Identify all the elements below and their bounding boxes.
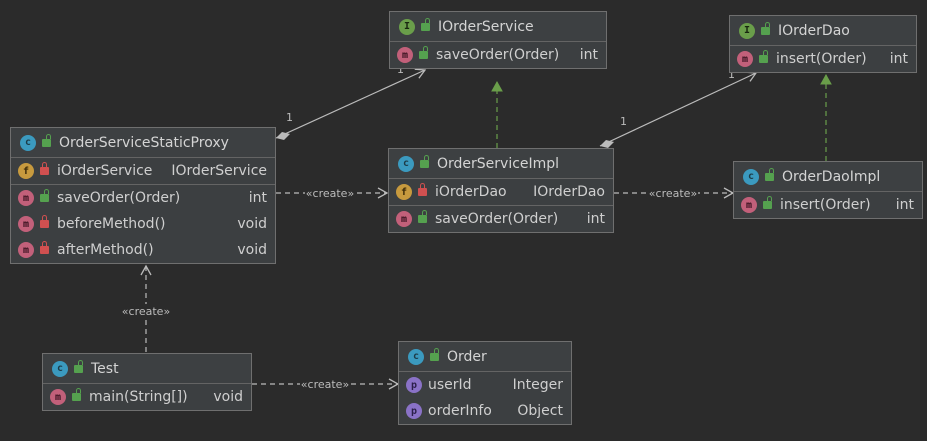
- edge-proxy-to-iorderservice: 1 1: [275, 63, 427, 140]
- method-row[interactable]: m beforeMethod() void: [11, 211, 275, 237]
- class-header[interactable]: c OrderServiceStaticProxy: [11, 128, 275, 158]
- class-header[interactable]: c Order: [399, 342, 571, 372]
- method-icon: m: [50, 389, 66, 405]
- class-header[interactable]: c OrderServiceImpl: [389, 149, 613, 179]
- create-label: «create»: [306, 187, 354, 200]
- edge-test-creates-order: «create»: [252, 377, 400, 391]
- class-orderdaoimpl[interactable]: c OrderDaoImpl m insert(Order) int: [733, 161, 923, 219]
- edge-impl-creates-daoimpl: «create»: [614, 186, 735, 200]
- class-name: OrderServiceImpl: [437, 155, 560, 172]
- private-visibility-icon: [40, 162, 49, 175]
- public-visibility-icon: [74, 359, 83, 373]
- field-row[interactable]: f iOrderDao IOrderDao: [389, 179, 613, 205]
- method-icon: m: [397, 47, 413, 63]
- class-icon: c: [743, 168, 759, 185]
- class-name: OrderDaoImpl: [782, 168, 881, 185]
- method-icon: m: [741, 197, 757, 213]
- class-orderserviceimpl[interactable]: c OrderServiceImpl f iOrderDao IOrderDao…: [388, 148, 614, 233]
- public-visibility-icon: [761, 21, 770, 35]
- private-visibility-icon: [40, 241, 49, 254]
- class-icon: c: [408, 348, 424, 365]
- property-icon: p: [406, 403, 422, 419]
- class-name: Order: [447, 348, 487, 365]
- class-header[interactable]: c Test: [43, 354, 251, 384]
- class-icon: c: [20, 134, 36, 151]
- field-row[interactable]: f iOrderService IOrderService: [11, 158, 275, 184]
- public-visibility-icon: [765, 167, 774, 181]
- field-icon: f: [18, 163, 34, 179]
- method-icon: m: [18, 242, 34, 258]
- class-header[interactable]: I IOrderService: [390, 12, 606, 42]
- create-label: «create»: [649, 187, 697, 200]
- class-name: IOrderService: [438, 18, 534, 35]
- method-row[interactable]: m saveOrder(Order) int: [11, 185, 275, 211]
- method-row[interactable]: m insert(Order) int: [730, 46, 916, 72]
- public-visibility-icon: [418, 210, 427, 223]
- class-order[interactable]: c Order p userId Integer p orderInfo Obj…: [398, 341, 572, 425]
- field-icon: f: [396, 184, 412, 200]
- public-visibility-icon: [421, 17, 430, 31]
- property-icon: p: [406, 377, 422, 393]
- public-visibility-icon: [40, 189, 49, 202]
- private-visibility-icon: [40, 215, 49, 228]
- method-icon: m: [18, 216, 34, 232]
- class-icon: c: [398, 155, 414, 172]
- property-row[interactable]: p orderInfo Object: [399, 398, 571, 424]
- edge-test-creates-proxy: «create»: [120, 264, 172, 352]
- create-label: «create»: [122, 305, 170, 318]
- multiplicity-label: 1: [620, 115, 627, 128]
- public-visibility-icon: [42, 133, 51, 147]
- class-name: Test: [91, 360, 119, 377]
- method-icon: m: [396, 211, 412, 227]
- public-visibility-icon: [72, 388, 81, 401]
- interface-icon: I: [739, 22, 755, 39]
- method-icon: m: [737, 51, 753, 67]
- method-row[interactable]: m main(String[]) void: [43, 384, 251, 410]
- public-visibility-icon: [430, 347, 439, 361]
- class-test[interactable]: c Test m main(String[]) void: [42, 353, 252, 411]
- public-visibility-icon: [763, 196, 772, 209]
- interface-icon: I: [399, 18, 415, 35]
- multiplicity-label: 1: [286, 111, 293, 124]
- class-name: IOrderDao: [778, 22, 850, 39]
- class-icon: c: [52, 360, 68, 377]
- interface-iorderdao[interactable]: I IOrderDao m insert(Order) int: [729, 15, 917, 73]
- property-row[interactable]: p userId Integer: [399, 372, 571, 398]
- private-visibility-icon: [418, 183, 427, 196]
- method-row[interactable]: m afterMethod() void: [11, 237, 275, 263]
- method-row[interactable]: m saveOrder(Order) int: [389, 206, 613, 232]
- method-icon: m: [18, 190, 34, 206]
- public-visibility-icon: [759, 50, 768, 63]
- class-header[interactable]: c OrderDaoImpl: [734, 162, 922, 192]
- edge-proxy-creates-impl: «create»: [276, 186, 389, 200]
- public-visibility-icon: [420, 154, 429, 168]
- method-row[interactable]: m insert(Order) int: [734, 192, 922, 218]
- edge-impl-to-iorderdao: 1 1: [599, 68, 758, 148]
- method-row[interactable]: m saveOrder(Order) int: [390, 42, 606, 68]
- class-name: OrderServiceStaticProxy: [59, 134, 229, 151]
- create-label: «create»: [301, 378, 349, 391]
- public-visibility-icon: [419, 46, 428, 59]
- class-orderservicestaticproxy[interactable]: c OrderServiceStaticProxy f iOrderServic…: [10, 127, 276, 264]
- class-header[interactable]: I IOrderDao: [730, 16, 916, 46]
- interface-iorderservice[interactable]: I IOrderService m saveOrder(Order) int: [389, 11, 607, 69]
